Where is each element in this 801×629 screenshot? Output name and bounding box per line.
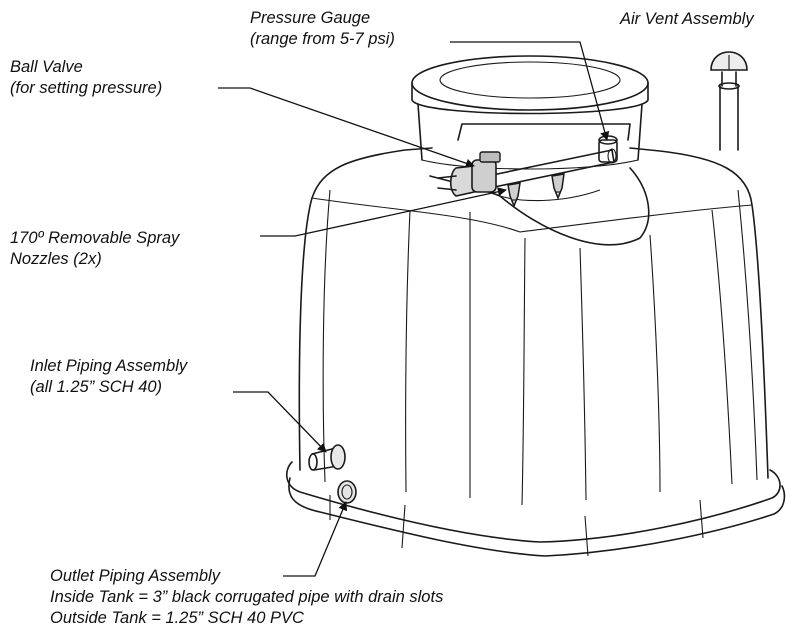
spray-nozzle-1 — [507, 182, 521, 209]
spray-nozzles-count: Nozzles (2x) — [10, 250, 102, 268]
outlet-piping-outside: Outside Tank = 1.25” SCH 40 PVC — [50, 609, 304, 627]
inlet-piping-label: Inlet Piping Assembly (all 1.25” SCH 40) — [30, 356, 187, 398]
inlet-pipe — [308, 444, 346, 471]
riser — [411, 55, 649, 170]
spray-nozzles-title: 170º Removable Spray — [10, 229, 180, 247]
tank-body — [298, 147, 769, 506]
inlet-piping-title: Inlet Piping Assembly — [30, 357, 188, 375]
ball-valve-title: Ball Valve — [10, 58, 83, 76]
air-vent-title: Air Vent Assembly — [620, 10, 754, 28]
pressure-gauge-range: (range from 5-7 psi) — [250, 30, 395, 48]
air-vent-label: Air Vent Assembly — [620, 9, 754, 30]
ball-valve-note: (for setting pressure) — [10, 79, 163, 97]
ball-valve-label: Ball Valve (for setting pressure) — [10, 57, 162, 99]
leader-lines — [218, 41, 610, 577]
pressure-gauge-title: Pressure Gauge — [250, 9, 371, 27]
air-vent — [710, 51, 748, 151]
spray-nozzles-label: 170º Removable Spray Nozzles (2x) — [10, 228, 179, 270]
spray-nozzle-2 — [551, 173, 565, 201]
ball-valve — [437, 151, 501, 197]
tank-base-ring — [285, 461, 786, 557]
inlet-piping-spec: (all 1.25” SCH 40) — [30, 378, 163, 396]
pressure-gauge-label: Pressure Gauge (range from 5-7 psi) — [250, 8, 395, 50]
outlet-piping-title: Outlet Piping Assembly — [50, 567, 220, 585]
outlet-pipe — [337, 480, 357, 504]
outlet-piping-inside: Inside Tank = 3” black corrugated pipe w… — [50, 588, 444, 606]
